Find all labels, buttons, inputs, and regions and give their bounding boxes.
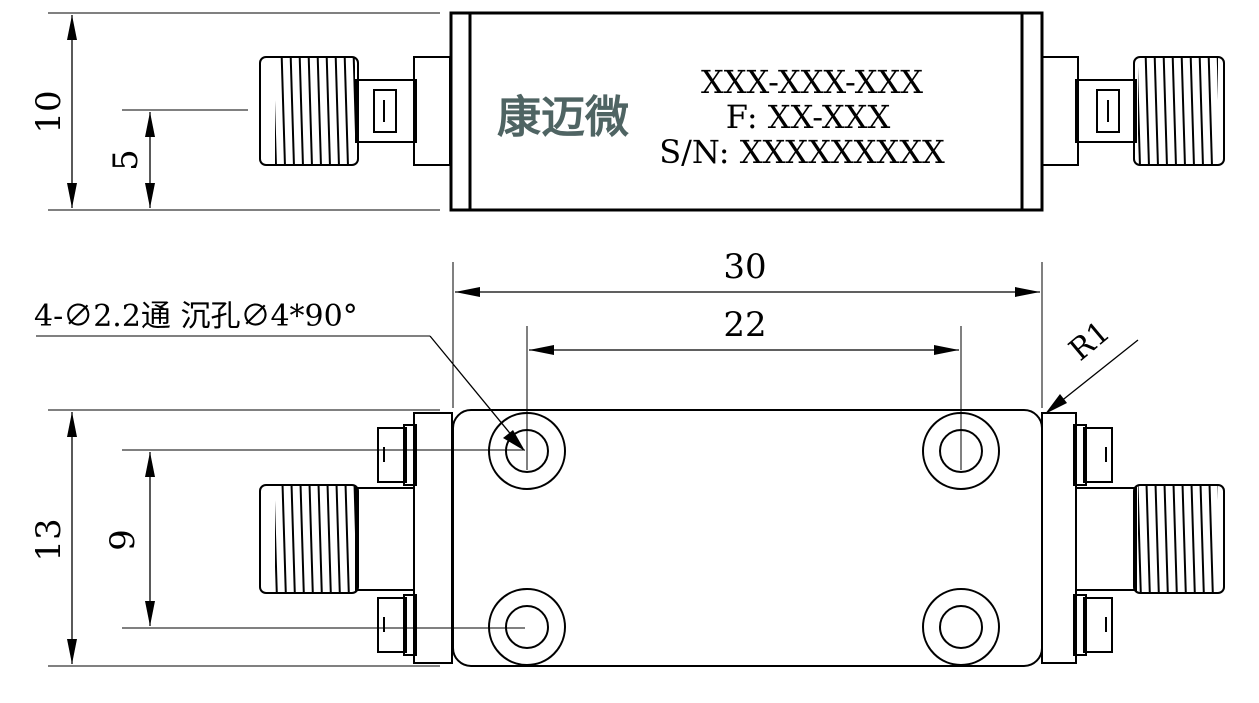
mount-hole-bottom-left (488, 588, 566, 666)
left-connector-side (259, 56, 451, 166)
mount-hole-top-left (488, 412, 566, 490)
dimension-center-5: 5 (106, 109, 248, 208)
dim-hole-pitch-x-label: 22 (723, 305, 766, 345)
filter-body-side: 康迈微 XXX-XXX-XXX F: XX-XXX S/N: XXXXXXXXX (449, 11, 1044, 212)
brand-logo: 康迈微 (497, 92, 629, 143)
dim-width-label: 13 (29, 518, 69, 561)
marking-frequency: F: XX-XXX (726, 98, 891, 136)
dimension-hole-pitch-x-22: 22 (526, 305, 962, 470)
dim-length-label: 30 (723, 247, 766, 287)
left-connector-top (259, 412, 453, 664)
marking-serial: S/N: XXXXXXXXX (659, 133, 945, 171)
side-view: 10 5 康迈微 XXX-XXX-XXX F: XX-XXX S (29, 11, 1225, 212)
filter-body-top (452, 409, 1043, 667)
mount-hole-bottom-right (922, 588, 1000, 666)
right-connector-top (1041, 412, 1225, 664)
hole-callout: 4-∅2.2通 沉孔∅4*90° (34, 299, 525, 451)
dim-hole-pitch-y-label: 9 (103, 529, 143, 551)
dimension-height-10: 10 (29, 12, 440, 211)
mount-hole-top-right (922, 412, 1000, 490)
dim-height-label: 10 (29, 90, 69, 133)
top-view: 30 22 4-∅2.2通 沉孔∅4*90° R1 (29, 247, 1225, 667)
dimension-width-13: 13 (29, 409, 440, 667)
hole-callout-label: 4-∅2.2通 沉孔∅4*90° (34, 299, 358, 334)
corner-radius-label: R1 (1063, 315, 1117, 369)
dimension-length-30: 30 (452, 247, 1043, 408)
dimension-hole-pitch-y-9: 9 (103, 449, 525, 629)
dim-center-label: 5 (106, 149, 146, 171)
marking-part-number: XXX-XXX-XXX (701, 63, 923, 101)
right-connector-side (1041, 56, 1225, 166)
radius-callout: R1 (1045, 315, 1139, 414)
